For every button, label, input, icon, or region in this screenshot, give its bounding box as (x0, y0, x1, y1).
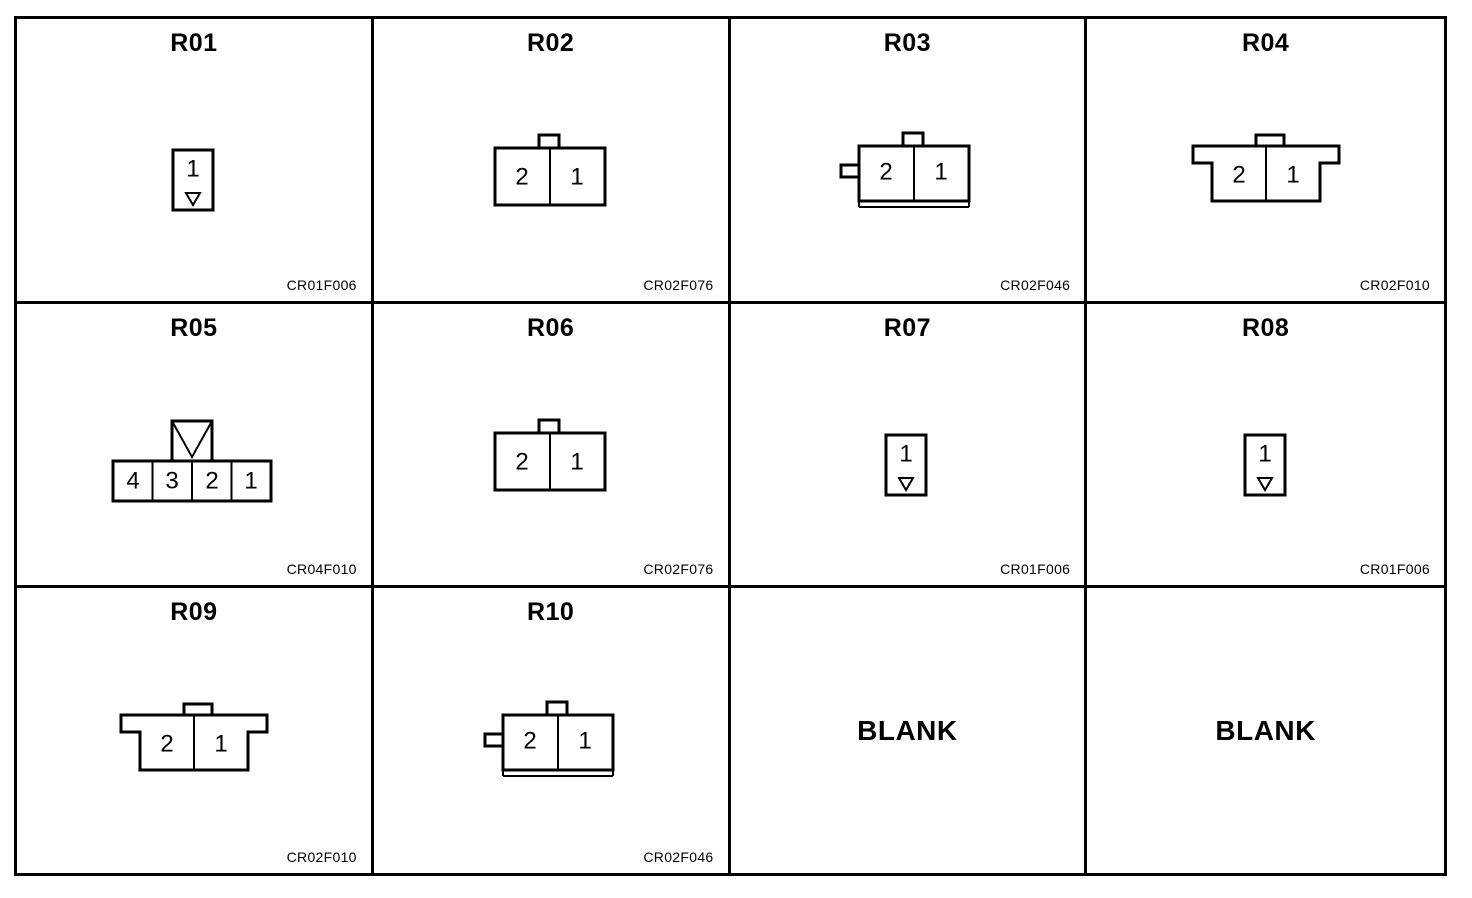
pin-number: 2 (515, 448, 528, 475)
connector-id: R01 (170, 29, 218, 57)
connector-body (884, 433, 928, 497)
latch-triangle-icon (171, 420, 213, 459)
pin-number: 1 (214, 731, 227, 758)
side-key (483, 732, 505, 748)
connector-body (1243, 433, 1287, 497)
pin-number: 2 (160, 731, 173, 758)
blank-label: BLANK (857, 714, 958, 746)
connector-id: R06 (526, 313, 575, 342)
connector-body (171, 148, 215, 212)
pin-number: 1 (186, 155, 199, 182)
connector-single-icon: 1 (171, 148, 215, 212)
blank-label: BLANK (1215, 714, 1316, 746)
latch-tab (537, 133, 561, 150)
connector-part-code: CR02F076 (643, 276, 714, 293)
pin-number: 1 (935, 158, 948, 185)
pin-number: 1 (570, 448, 583, 475)
connector-part-code: CR02F010 (286, 848, 357, 865)
connector-diagram: 1 (731, 431, 1085, 551)
pin-number: 2 (1232, 161, 1245, 188)
pin-number: 3 (165, 467, 178, 494)
pin-number: 1 (578, 728, 591, 755)
side-key (839, 163, 861, 179)
connector-part-code: CR04F010 (286, 561, 357, 578)
connector-body (1191, 144, 1341, 203)
latch-tab (901, 131, 925, 148)
connector-id: R08 (1241, 313, 1290, 342)
connector-part-code: CR02F010 (1359, 276, 1430, 293)
connector-diagram: 1 (1087, 431, 1444, 551)
connector-cell-blank: BLANK (731, 588, 1088, 873)
connector-cell-blank: BLANK (1087, 588, 1444, 873)
connector-part-code: CR01F006 (1359, 561, 1430, 578)
pin-number: 2 (205, 467, 218, 494)
connector-diagram: 1 (17, 146, 371, 266)
pin-number: 1 (900, 440, 913, 467)
pin-number: 1 (244, 467, 257, 494)
latch-tab (182, 702, 214, 717)
pin-one-triangle-icon (184, 192, 202, 207)
connector-part-code: CR02F076 (643, 561, 714, 578)
connector-id: R02 (526, 29, 575, 57)
connector-part-code: CR01F006 (286, 276, 357, 293)
latch-tab (545, 700, 569, 717)
connector-single-icon: 1 (884, 433, 928, 497)
pin-number: 2 (515, 163, 528, 190)
connector-id: R09 (170, 598, 218, 627)
connector-part-code: CR02F046 (643, 848, 714, 865)
pin-number: 2 (880, 158, 893, 185)
pin-number: 4 (126, 467, 139, 494)
connector-part-code: CR01F006 (1000, 561, 1071, 578)
connector-id: R03 (883, 29, 932, 57)
connector-part-code: CR02F046 (1000, 276, 1071, 293)
connector-id: R07 (883, 313, 932, 342)
connector-id: R10 (526, 598, 575, 627)
pin-number: 1 (570, 163, 583, 190)
latch-tab (1254, 133, 1286, 148)
latch-tab (537, 418, 561, 435)
connector-id: R04 (1241, 29, 1290, 57)
pin-one-triangle-icon (1255, 476, 1274, 492)
pin-number: 2 (523, 728, 536, 755)
pin-number: 1 (1286, 161, 1299, 188)
connector-id: R05 (170, 313, 218, 342)
pin-one-triangle-icon (897, 476, 916, 492)
connector-body (119, 713, 269, 772)
pin-number: 1 (1258, 440, 1271, 467)
connector-single-icon: 1 (1243, 433, 1287, 497)
